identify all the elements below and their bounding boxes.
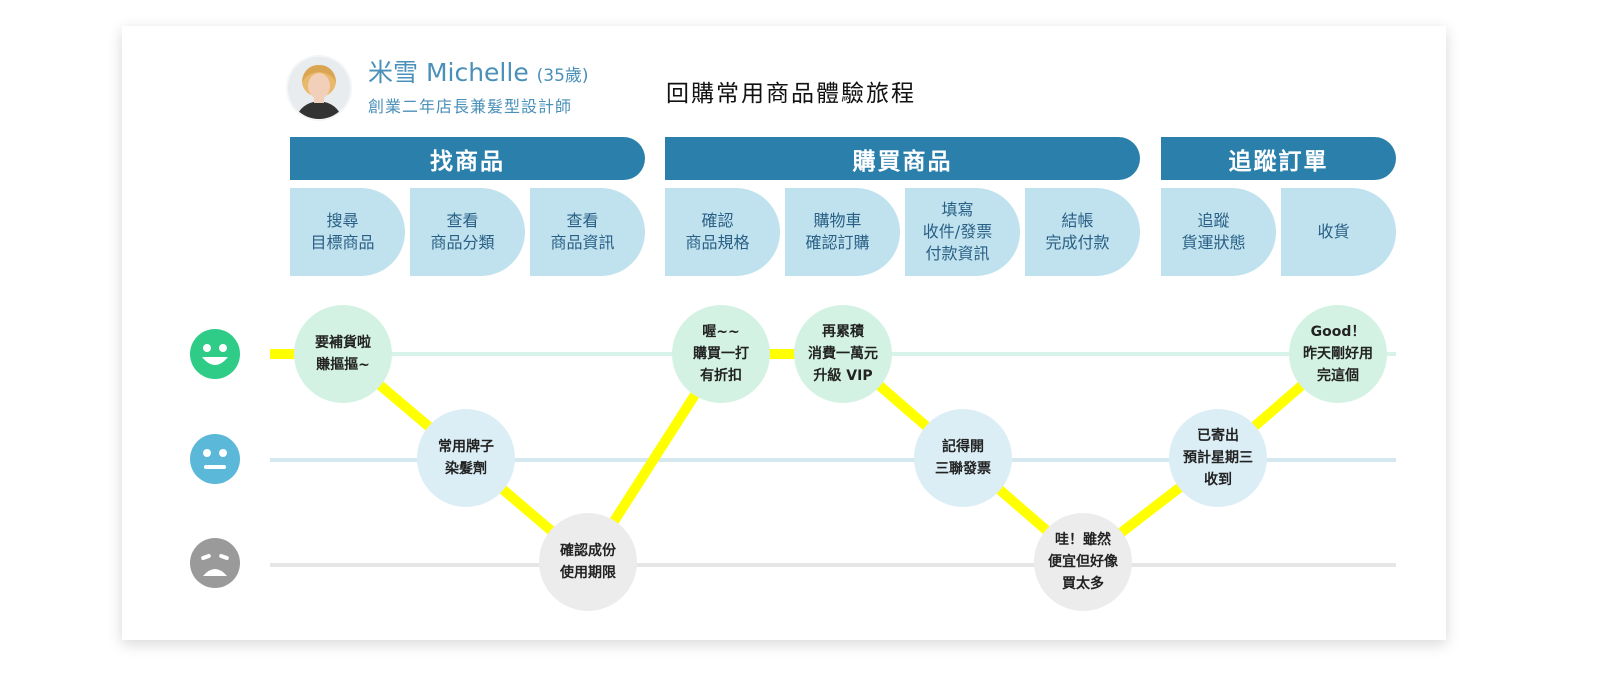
happy-face-icon	[190, 329, 240, 379]
journey-title: 回購常用商品體驗旅程	[666, 81, 916, 107]
touchpoint-shipped: 已寄出 預計星期三 收到	[1169, 409, 1267, 507]
step-search-product: 搜尋 目標商品	[290, 188, 405, 276]
touchpoint-vip-upgrade: 再累積 消費一萬元 升級 VIP	[794, 305, 892, 403]
step-label: 確認 商品規格	[685, 211, 750, 252]
touchpoint-restock: 要補貨啦 賺摳摳~	[294, 305, 392, 403]
touchpoint-invoice: 記得開 三聯發票	[914, 409, 1012, 507]
touchpoint-bulk-discount: 喔~~ 購買一打 有折扣	[672, 305, 770, 403]
persona-age: (35歲)	[536, 66, 589, 86]
neutral-face-icon	[190, 434, 240, 484]
touchpoint-check-ingredients: 確認成份 使用期限	[539, 513, 637, 611]
step-confirm-spec: 確認 商品規格	[665, 188, 780, 276]
persona-avatar	[288, 57, 350, 119]
step-label: 查看 商品資訊	[550, 211, 615, 252]
persona-name-text: 米雪 Michelle	[368, 58, 529, 87]
sad-face-icon	[190, 538, 240, 588]
step-label: 收貨	[1317, 222, 1350, 241]
step-label: 搜尋 目標商品	[310, 211, 375, 252]
step-track-shipping: 追蹤 貨運狀態	[1161, 188, 1276, 276]
phase-buy-product: 購買商品	[665, 137, 1140, 180]
step-view-info: 查看 商品資訊	[530, 188, 645, 276]
persona-name: 米雪 Michelle (35歲)	[368, 57, 589, 92]
step-label: 查看 商品分類	[430, 211, 495, 252]
avatar-portrait-icon	[288, 57, 350, 119]
phase-track-order: 追蹤訂單	[1161, 137, 1396, 180]
step-receive: 收貨	[1281, 188, 1396, 276]
touchpoint-received-good: Good！ 昨天剛好用 完這個	[1289, 305, 1387, 403]
step-view-category: 查看 商品分類	[410, 188, 525, 276]
step-label: 結帳 完成付款	[1045, 211, 1110, 252]
emotion-journey-line	[270, 349, 1342, 567]
phase-find-product: 找商品	[290, 137, 645, 180]
step-label: 追蹤 貨運狀態	[1181, 211, 1246, 252]
step-fill-info: 填寫 收件/發票 付款資訊	[905, 188, 1020, 276]
step-label: 填寫 收件/發票 付款資訊	[922, 200, 993, 263]
step-label: 購物車 確認訂購	[805, 211, 870, 252]
persona-role: 創業二年店長兼髮型設計師	[368, 97, 573, 116]
touchpoint-bought-too-much: 哇！雖然 便宜但好像 買太多	[1034, 513, 1132, 611]
touchpoint-usual-brand: 常用牌子 染髮劑	[417, 409, 515, 507]
step-checkout: 結帳 完成付款	[1025, 188, 1140, 276]
step-cart-confirm: 購物車 確認訂購	[785, 188, 900, 276]
